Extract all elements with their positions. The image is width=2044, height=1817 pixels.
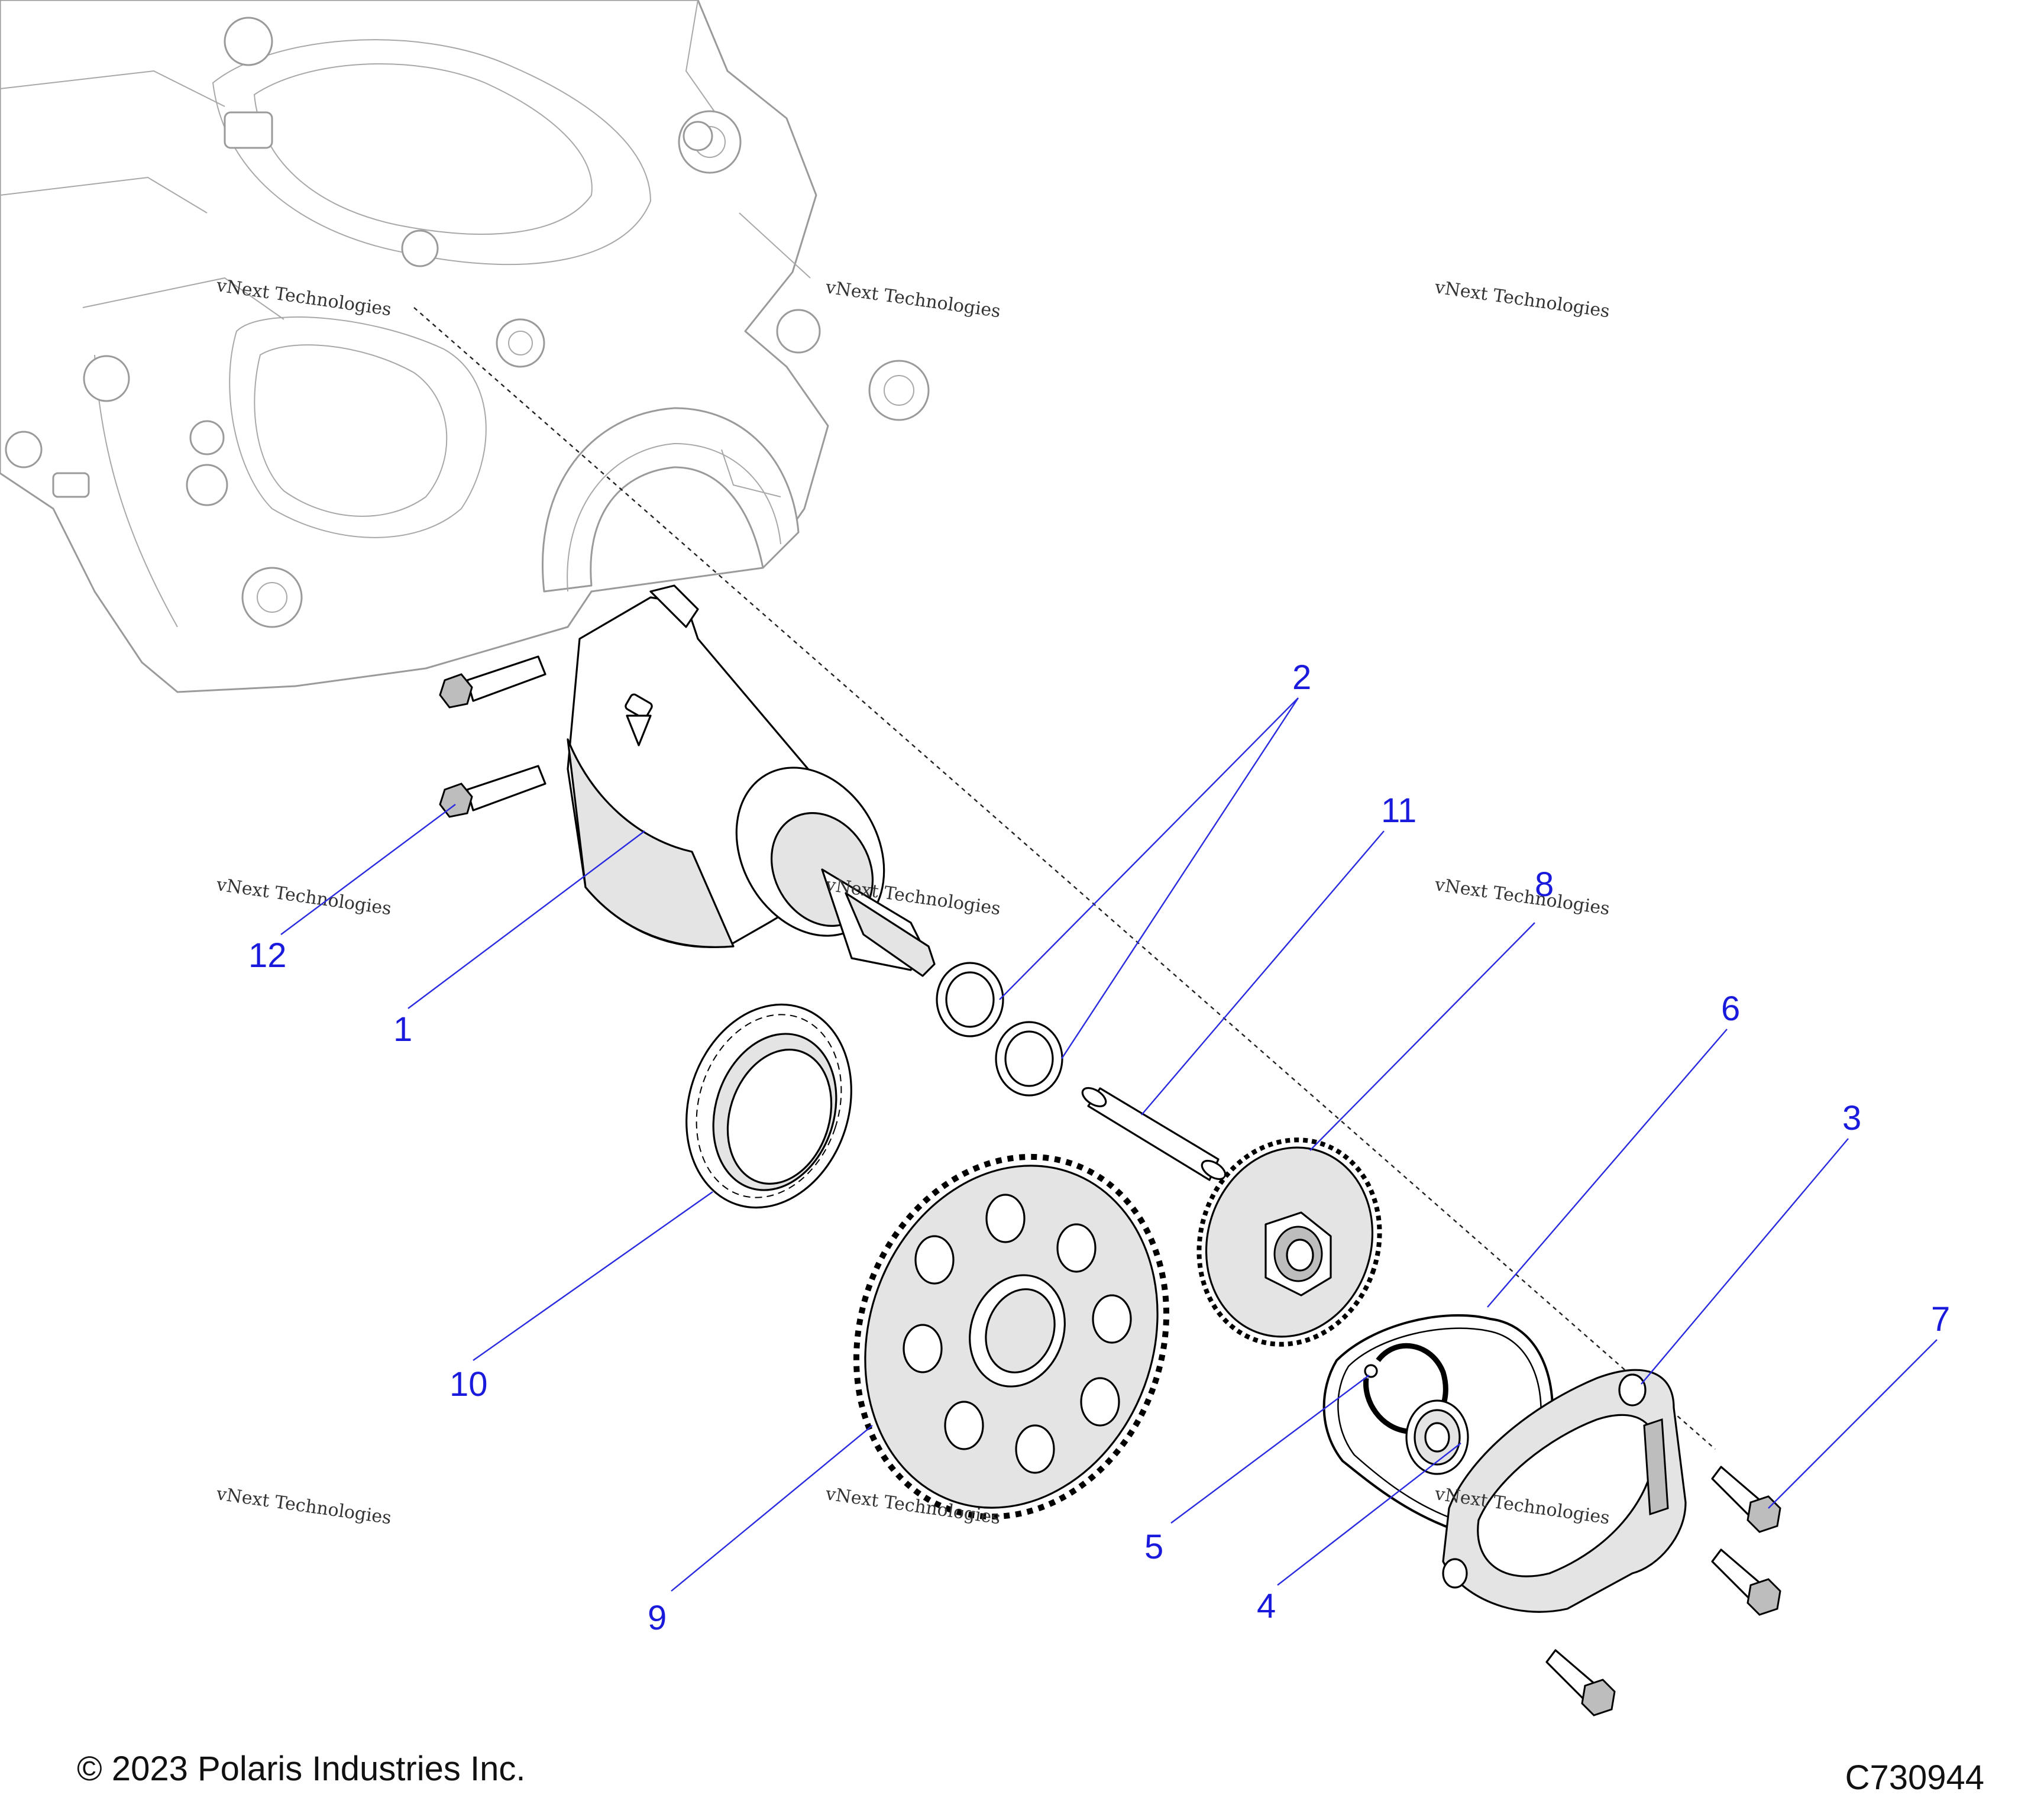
copyright-notice: © 2023 Polaris Industries Inc.	[77, 1750, 525, 1788]
leader-8	[1309, 922, 1535, 1151]
leader-2b	[1060, 697, 1299, 1059]
cover-bolt-7c	[1545, 1649, 1616, 1716]
callout-5: 5	[1144, 1528, 1163, 1566]
idler-gear-8	[1196, 1137, 1382, 1347]
leader-9	[671, 1425, 873, 1592]
callouts: 1 2 3 4 5 6 7 8 9 10 11 12	[248, 658, 1950, 1637]
idler-shaft-11	[1081, 1087, 1227, 1181]
callout-2: 2	[1292, 658, 1311, 697]
callout-11: 11	[1381, 791, 1416, 830]
assembly-axis	[413, 307, 1716, 1450]
callout-9: 9	[648, 1599, 667, 1637]
watermark-text: vNext Technologies	[824, 277, 1002, 322]
callout-12: 12	[248, 936, 287, 975]
bearing-4	[1405, 1399, 1469, 1475]
drawing-number: C730944	[1845, 1758, 1984, 1797]
leader-11	[1141, 830, 1385, 1116]
starter-cover-3	[1442, 1369, 1687, 1613]
callout-4: 4	[1257, 1587, 1276, 1625]
bolt-12-lower	[439, 765, 546, 818]
crankcase-ghost	[0, 0, 930, 693]
callout-6: 6	[1721, 990, 1740, 1028]
callout-3: 3	[1842, 1099, 1861, 1137]
callout-7: 7	[1931, 1300, 1950, 1338]
watermark-text: vNext Technologies	[215, 874, 393, 919]
leader-5	[1170, 1375, 1370, 1524]
bolt-12-upper	[439, 655, 546, 709]
watermark-text: vNext Technologies	[1433, 874, 1611, 919]
leader-7	[1768, 1339, 1938, 1509]
leader-6	[1487, 1029, 1728, 1308]
callout-10: 10	[449, 1365, 488, 1404]
leader-1	[407, 830, 645, 1009]
o-ring-2a	[936, 962, 1004, 1037]
leader-2a	[999, 697, 1299, 1000]
o-ring-2b	[995, 1021, 1063, 1097]
callout-8: 8	[1535, 865, 1554, 904]
sprag-clutch-10	[685, 1003, 852, 1209]
starter-gear-9	[853, 1153, 1170, 1520]
watermark-text: vNext Technologies	[215, 1483, 393, 1528]
leader-12	[280, 804, 456, 935]
cover-bolt-7a	[1711, 1466, 1781, 1533]
cover-bolt-7b	[1711, 1548, 1781, 1616]
watermark-text: vNext Technologies	[1433, 277, 1611, 322]
leader-10	[473, 1191, 713, 1361]
callout-1: 1	[393, 1010, 412, 1049]
leader-4	[1277, 1443, 1461, 1586]
starter-motor	[567, 584, 936, 977]
leader-3	[1641, 1138, 1849, 1385]
leader-lines	[280, 697, 1938, 1592]
